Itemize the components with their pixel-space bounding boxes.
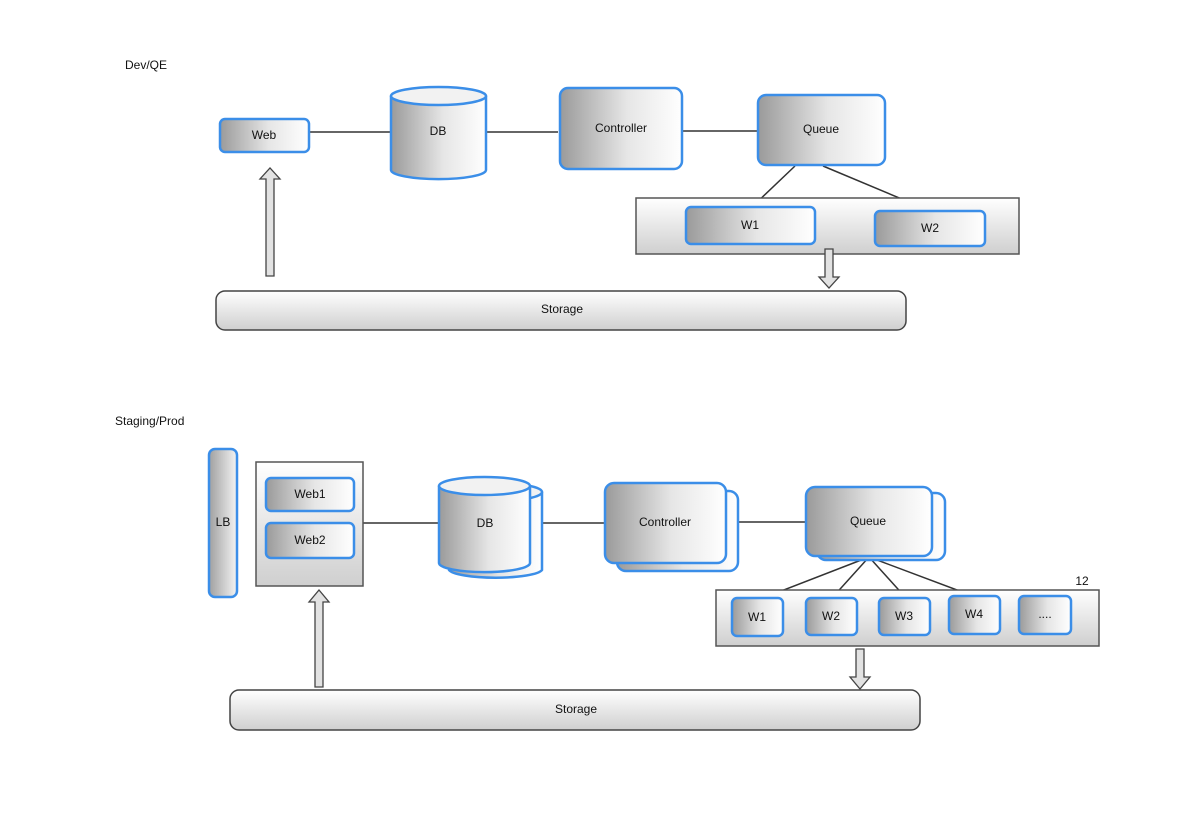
- prod-db-node[interactable]: DB: [437, 475, 544, 579]
- prod-arrow-storage-to-web: [307, 588, 331, 688]
- dev-storage-label: Storage: [541, 302, 583, 316]
- prod-web2-label: Web2: [294, 533, 325, 547]
- prod-worker-w3-label: W3: [895, 609, 913, 623]
- prod-worker-w2[interactable]: W2: [804, 596, 859, 637]
- prod-storage-label: Storage: [555, 702, 597, 716]
- prod-web1-node[interactable]: Web1: [264, 476, 356, 513]
- dev-queue-label: Queue: [803, 122, 839, 136]
- dev-web-node[interactable]: Web: [218, 117, 311, 154]
- dev-arrow-storage-to-web: [258, 167, 282, 277]
- prod-queue-label: Queue: [850, 514, 886, 528]
- dev-worker-w2-label: W2: [921, 221, 939, 235]
- dev-worker-w1-label: W1: [741, 218, 759, 232]
- dev-db-node[interactable]: DB: [389, 85, 488, 181]
- prod-storage-node[interactable]: Storage: [229, 689, 921, 731]
- dev-section-title: Dev/QE: [125, 58, 167, 72]
- dev-db-label: DB: [430, 124, 447, 138]
- prod-worker-count: 12: [1075, 574, 1089, 588]
- dev-worker-w1[interactable]: W1: [684, 205, 817, 246]
- prod-worker-w1[interactable]: W1: [730, 596, 785, 638]
- prod-controller-label: Controller: [639, 515, 691, 529]
- prod-section-title: Staging/Prod: [115, 414, 184, 428]
- dev-storage-node[interactable]: Storage: [215, 290, 907, 331]
- prod-lb-label: LB: [216, 515, 231, 529]
- prod-arrow-workers-to-storage: [848, 648, 872, 691]
- prod-worker-more[interactable]: ....: [1017, 594, 1073, 636]
- prod-controller-node[interactable]: Controller: [603, 481, 740, 573]
- prod-db-label: DB: [477, 516, 494, 530]
- prod-queue-node[interactable]: Queue: [804, 485, 947, 562]
- prod-worker-w4-label: W4: [965, 607, 983, 621]
- prod-worker-w4[interactable]: W4: [947, 594, 1002, 636]
- prod-worker-w1-label: W1: [748, 610, 766, 624]
- prod-load-balancer-node[interactable]: LB: [207, 447, 239, 599]
- dev-arrow-workers-to-storage: [817, 248, 841, 289]
- dev-worker-w2[interactable]: W2: [873, 209, 987, 248]
- dev-controller-node[interactable]: Controller: [558, 86, 684, 171]
- prod-web2-node[interactable]: Web2: [264, 521, 356, 560]
- dev-controller-label: Controller: [595, 121, 647, 135]
- prod-worker-more-label: ....: [1038, 607, 1051, 621]
- prod-web1-label: Web1: [294, 487, 325, 501]
- prod-worker-w3[interactable]: W3: [877, 596, 932, 637]
- prod-worker-w2-label: W2: [822, 609, 840, 623]
- dev-web-label: Web: [252, 128, 277, 142]
- dev-queue-node[interactable]: Queue: [756, 93, 887, 167]
